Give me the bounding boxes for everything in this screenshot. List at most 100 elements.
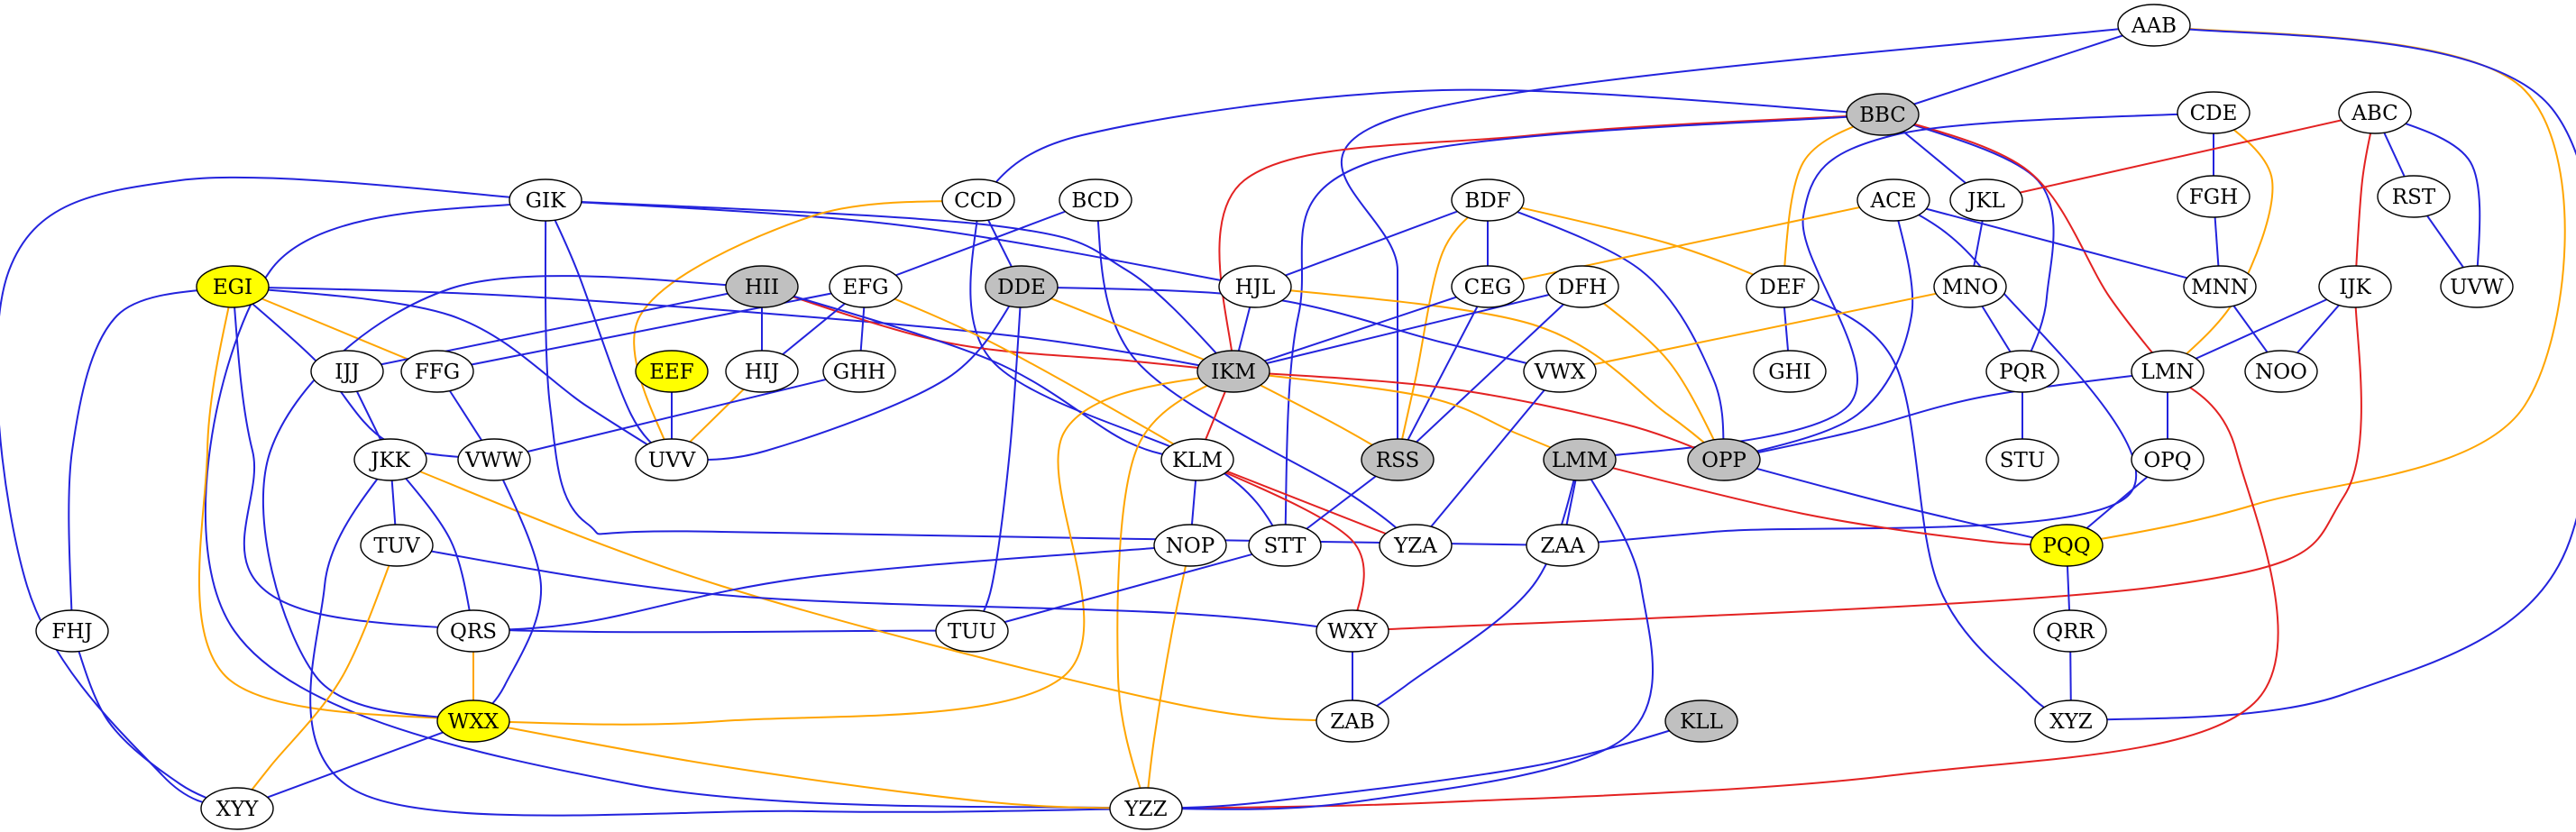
edge-egi-vww (232, 286, 495, 461)
node-shape-rss (1361, 438, 1435, 481)
edges-layer (0, 24, 2576, 817)
node-label-dde: DDE (997, 276, 1046, 299)
node-shape-bdf (1451, 178, 1525, 222)
edge-hii-wxx (261, 275, 763, 722)
edge-vwx-yza (1415, 370, 1561, 546)
node-label-ace: ACE (1870, 189, 1917, 213)
node-label-fhj: FHJ (51, 620, 92, 644)
edge-ijk-wxy (1352, 286, 2362, 632)
node-pqr: PQR (1985, 350, 2059, 393)
edge-bbc-lmn (1882, 114, 2168, 372)
edge-stt-tuu (971, 544, 1286, 632)
node-label-wxx: WXX (448, 710, 500, 734)
node-shape-vww (457, 438, 531, 481)
node-shape-cde (2177, 91, 2251, 134)
node-efg: EFG (829, 265, 903, 308)
node-xyy: XYY (200, 787, 274, 830)
node-rss: RSS (1361, 438, 1435, 481)
node-label-dfh: DFH (1558, 276, 1607, 299)
node-dfh: DFH (1545, 265, 1619, 308)
node-vww: VWW (457, 438, 531, 481)
node-label-vwx: VWX (1534, 361, 1586, 384)
edge-abc-jkl (1985, 112, 2376, 201)
node-mno: MNO (1933, 265, 2007, 308)
node-aab: AAB (2117, 4, 2191, 47)
node-shape-xyy (200, 787, 274, 830)
node-shape-mnn (2183, 265, 2257, 308)
node-xyz: XYZ (2034, 699, 2108, 743)
node-shape-def (1746, 265, 1820, 308)
node-label-abc: ABC (2351, 102, 2398, 125)
edge-nop-qrs (472, 544, 1191, 632)
node-label-jkl: JKL (1966, 189, 2005, 213)
node-stu: STU (1985, 438, 2059, 481)
node-ace: ACE (1856, 178, 1930, 222)
edge-bdf-opp (1487, 199, 1725, 461)
node-label-nop: NOP (1166, 535, 1215, 558)
node-shape-eef (635, 350, 709, 393)
edge-bbc-ikm (1218, 114, 1884, 372)
node-label-stu: STU (2000, 449, 2045, 472)
edge-egi-fhj (68, 286, 234, 632)
node-label-ghi: GHI (1768, 361, 1811, 384)
node-label-tuu: TUU (948, 620, 996, 644)
node-shape-klm (1160, 438, 1234, 481)
node-shape-hjl (1218, 265, 1292, 308)
node-opq: OPQ (2131, 438, 2205, 481)
node-shape-xyz (2034, 699, 2108, 743)
node-abc: ABC (2338, 91, 2412, 134)
node-shape-ijj (310, 350, 384, 393)
node-hjl: HJL (1218, 265, 1292, 308)
edge-aab-bbc (1882, 24, 2155, 115)
node-label-hii: HII (745, 276, 779, 299)
edge-bbc-ccd (977, 88, 1884, 201)
node-shape-gik (509, 178, 582, 222)
node-ghh: GHH (822, 350, 896, 393)
edge-bbc-pqr (1882, 114, 2055, 372)
edge-bcd-yza (1095, 199, 1416, 546)
node-shape-ghi (1753, 350, 1827, 393)
node-lmn: LMN (2131, 350, 2205, 393)
node-cde: CDE (2177, 91, 2251, 134)
edge-lmn-yzz (1145, 370, 2279, 809)
edge-egi-wxx (197, 286, 474, 722)
edge-ijk-lmn (2167, 286, 2356, 372)
edge-ace-zaa (1562, 199, 2138, 546)
edge-gik-yzz (205, 199, 1147, 809)
edge-def-xyz (1782, 286, 2072, 722)
node-label-wxy: WXY (1327, 620, 1378, 644)
edge-egi-tuu (232, 286, 973, 634)
node-label-mno: MNO (1942, 276, 1999, 299)
edge-ccd-uvv (633, 199, 979, 461)
node-label-fgh: FGH (2189, 186, 2238, 209)
node-shape-zaa (1526, 524, 1600, 567)
node-shape-ceg (1451, 265, 1525, 308)
node-hij: HIJ (725, 350, 799, 393)
node-shape-kll (1664, 699, 1738, 743)
node-rst: RST (2377, 175, 2451, 218)
node-mnn: MNN (2183, 265, 2257, 308)
node-yzz: YZZ (1109, 787, 1183, 830)
edge-ikm-yzz (1116, 370, 1234, 809)
edge-ikm-opp (1233, 370, 1725, 461)
node-shape-pqr (1985, 350, 2059, 393)
node-shape-egi (196, 265, 270, 308)
node-label-gik: GIK (526, 189, 566, 213)
node-shape-bbc (1846, 93, 1920, 136)
node-uvw: UVW (2440, 265, 2514, 308)
node-label-rst: RST (2392, 186, 2436, 209)
node-shape-yza (1379, 524, 1453, 567)
node-shape-ijk (2318, 265, 2392, 308)
edge-egi-ffg (232, 286, 438, 372)
node-eef: EEF (635, 350, 709, 393)
node-tuu: TUU (935, 609, 1009, 653)
node-label-zaa: ZAA (1540, 535, 1585, 558)
node-shape-opp (1687, 438, 1761, 481)
node-label-vww: VWW (464, 449, 523, 472)
edge-jkk-zab (390, 459, 1353, 722)
node-shape-opq (2131, 438, 2205, 481)
edge-jkk-yzz (309, 459, 1147, 817)
edge-hii-ikm (761, 286, 1234, 372)
node-shape-abc (2338, 91, 2412, 134)
node-shape-bcd (1059, 178, 1132, 222)
